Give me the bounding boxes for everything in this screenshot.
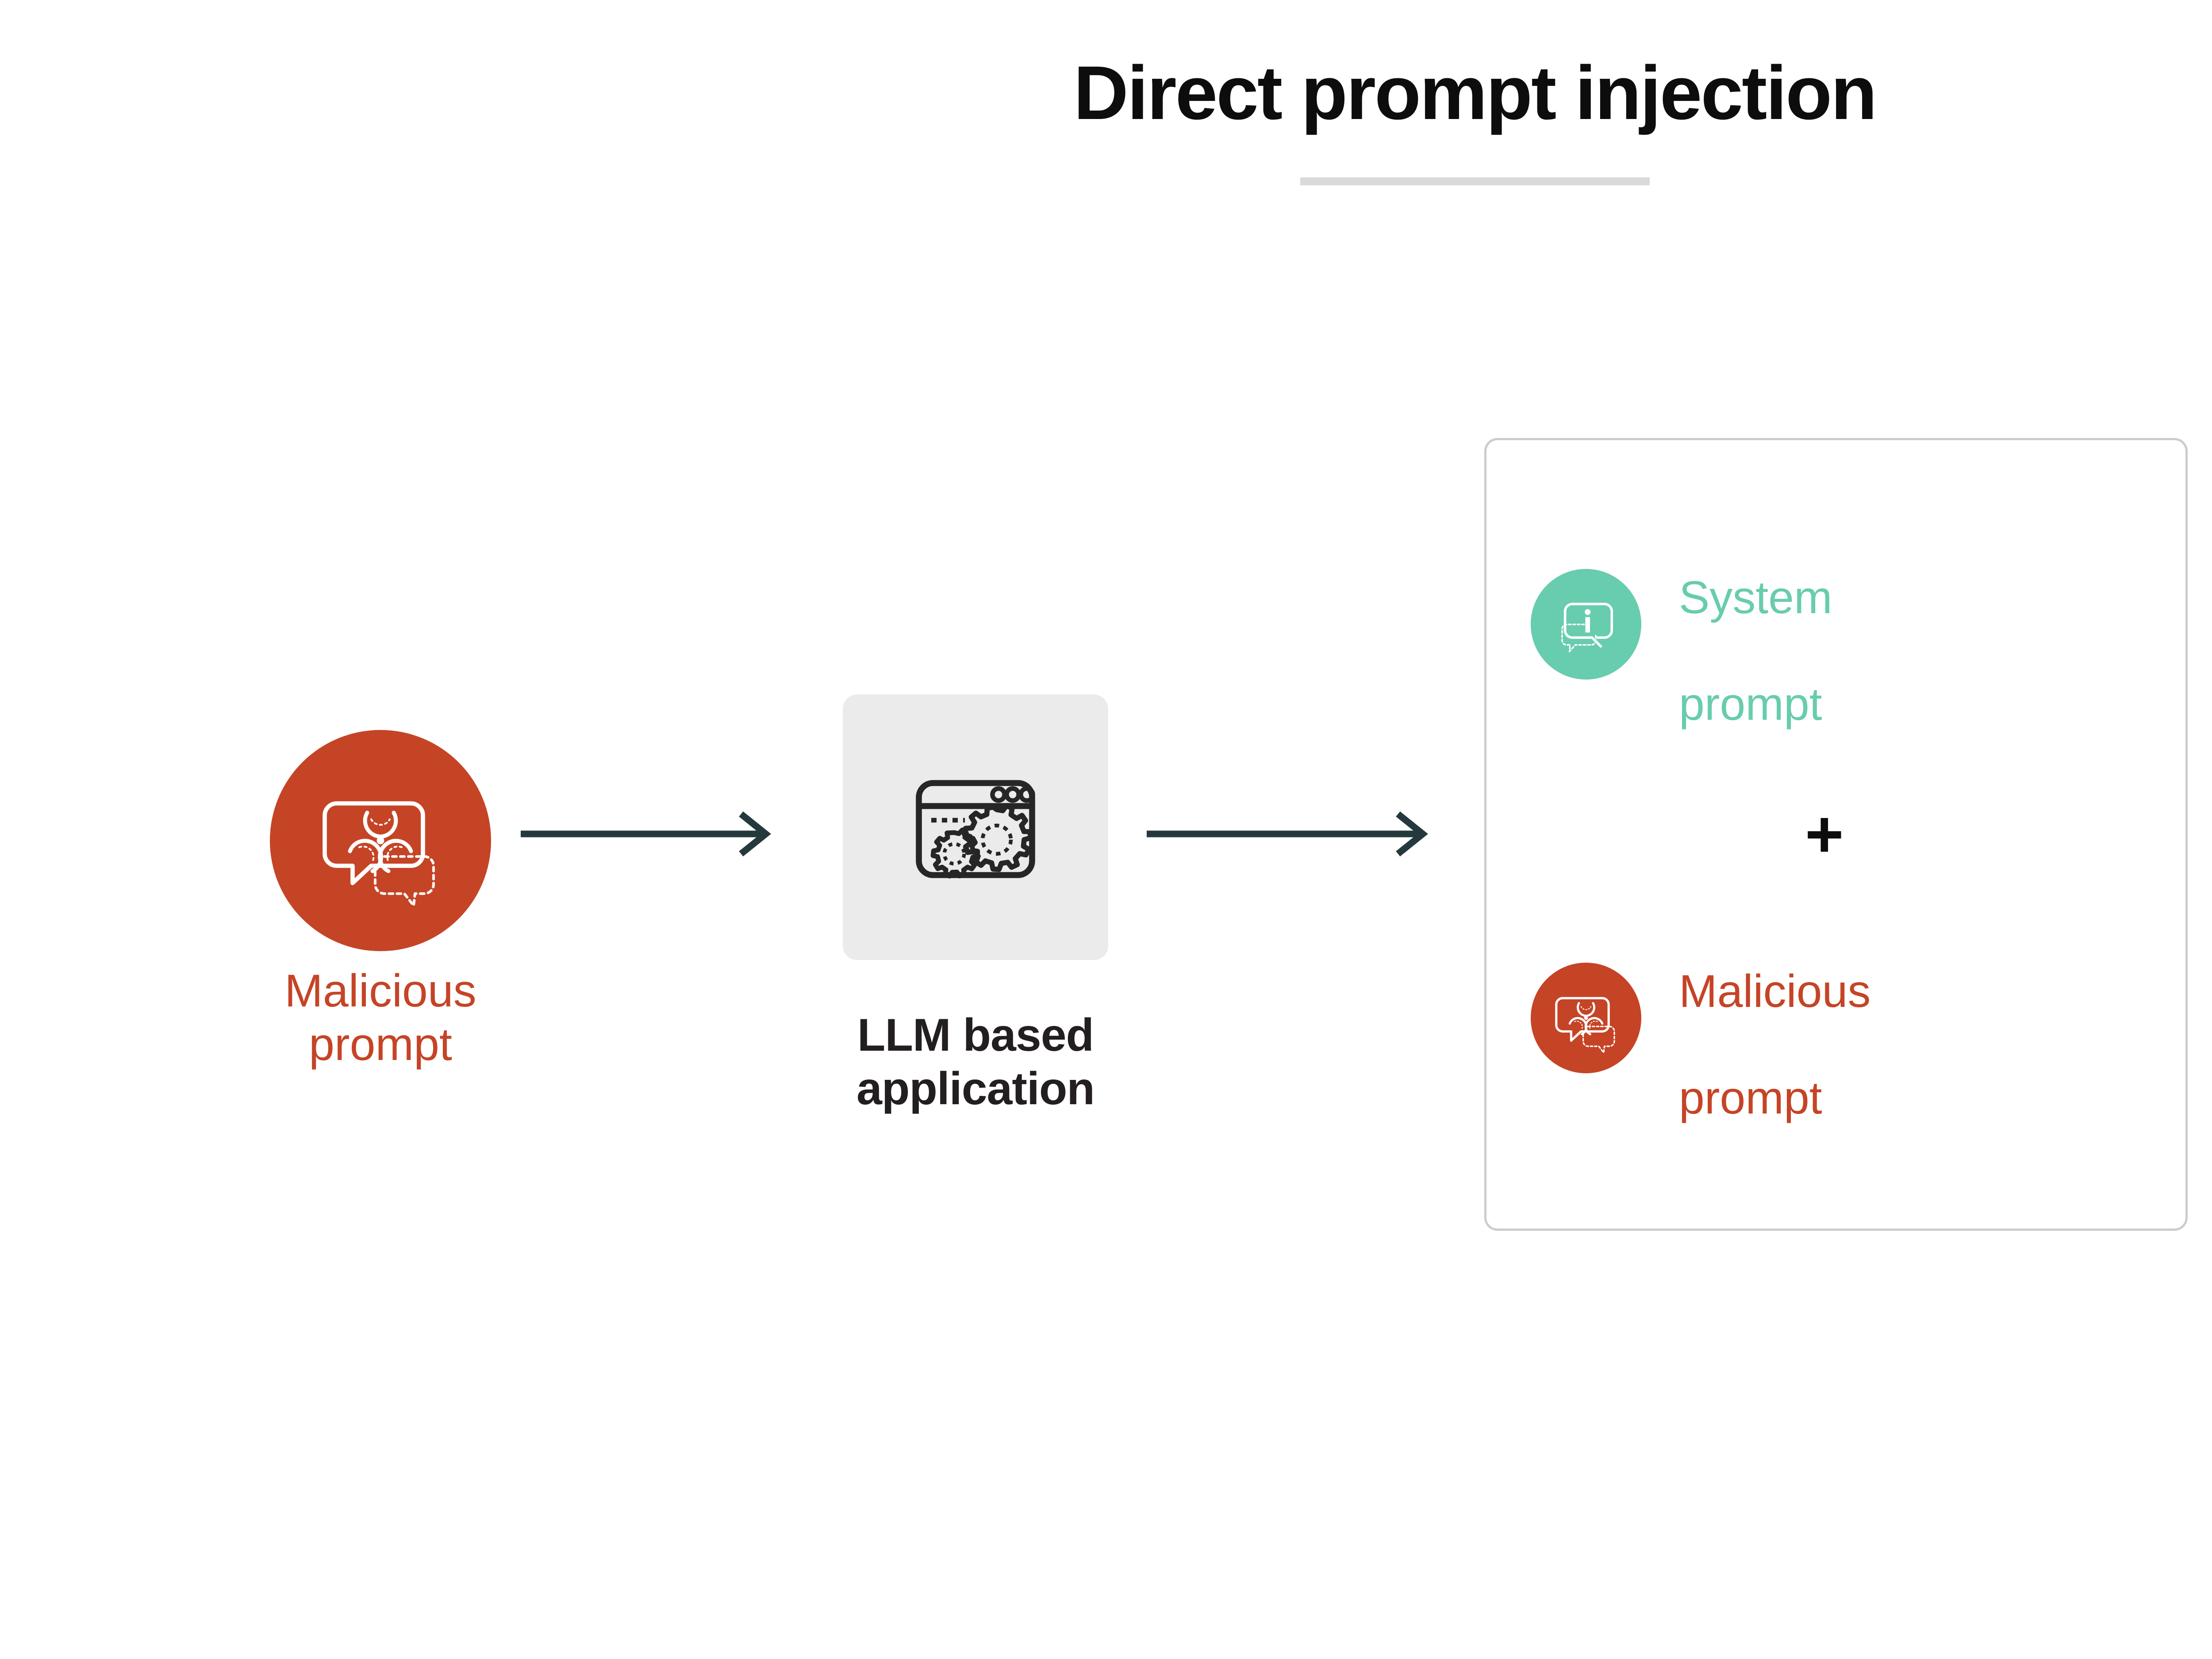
system-prompt-badge [1531,569,1641,680]
node-llm-based-application[interactable] [843,695,1108,960]
browser-window-gears-icon [916,780,1035,879]
biohazard-speech-bubble-icon [323,801,435,907]
title-divider [1300,177,1650,185]
caption-line-2: prompt [309,1018,452,1070]
panel-label-system-prompt: System prompt [1679,518,1832,731]
title-block: Direct prompt injection [0,53,2212,185]
panel-label-malicious-prompt: Malicious prompt [1679,911,1870,1125]
arrow-right-icon-1 [521,811,771,856]
panel-label-line-1: System [1679,572,1832,623]
info-speech-bubble-icon [1561,603,1613,653]
node-malicious-prompt[interactable] [270,730,491,951]
page-title: Direct prompt injection [1073,50,1878,135]
biohazard-speech-bubble-icon [1555,997,1615,1054]
caption-llm-based-application: LLM based application [754,1009,1197,1115]
panel-item-malicious-prompt[interactable]: Malicious prompt [1531,911,1870,1125]
caption-line-2: application [856,1063,1095,1114]
caption-malicious-prompt: Malicious prompt [181,964,580,1071]
panel-item-system-prompt[interactable]: System prompt [1531,518,1832,731]
plus-operator: + [1805,797,1844,871]
panel-label-line-1: Malicious [1679,965,1871,1017]
panel-label-line-2: prompt [1679,678,1822,730]
node-combined-prompt-panel: System prompt [1484,438,2188,1231]
caption-line-1: Malicious [284,965,476,1017]
panel-label-line-2: prompt [1679,1072,1822,1124]
arrow-right-icon-2 [1147,811,1428,856]
caption-line-1: LLM based [857,1010,1094,1061]
malicious-prompt-badge [1531,963,1641,1074]
